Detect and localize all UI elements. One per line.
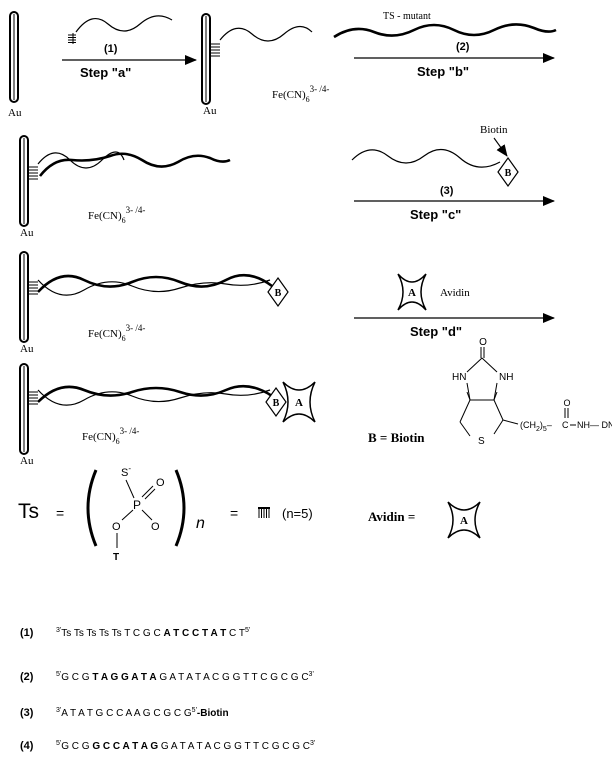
au-label: Au bbox=[20, 343, 34, 355]
sequence-number: (3) bbox=[20, 707, 34, 719]
biotin-definition: B = Biotin bbox=[368, 430, 425, 445]
step-b-num: (2) bbox=[456, 41, 470, 53]
phosphorus: P bbox=[133, 498, 141, 512]
biotin-structure: O HN NH S (CH2)5– C O NH— DNA bbox=[452, 337, 612, 447]
gold-electrode-5: Au bbox=[19, 363, 34, 467]
hybrid-duplex-2: B bbox=[28, 273, 289, 308]
biotin-b-symbol: B bbox=[273, 398, 280, 409]
gold-electrode-1: Au bbox=[8, 11, 22, 119]
biotin-target-strand: Biotin B bbox=[351, 124, 519, 188]
step-b-label: Step "b" bbox=[417, 64, 469, 79]
double-o: O bbox=[156, 477, 165, 489]
carbonyl-o: O bbox=[563, 398, 570, 408]
sequence-4: (4) 5'G C G G C C A T A G G A T A T A C … bbox=[20, 740, 315, 752]
thio-s: S- bbox=[121, 464, 131, 479]
single-o: O bbox=[151, 521, 160, 533]
gold-electrode-2: Au bbox=[201, 13, 217, 117]
avidin-a-symbol: A bbox=[408, 287, 416, 299]
avidin-definition: Avidin = A bbox=[368, 501, 481, 539]
sequence-number: (4) bbox=[20, 740, 34, 752]
redox-label-2: Fe(CN)63- /4- bbox=[88, 205, 145, 225]
ts-mutant-strand: TS - mutant bbox=[333, 11, 557, 39]
gold-electrode-4: Au bbox=[19, 251, 34, 355]
biotin-b-symbol: B bbox=[275, 288, 282, 299]
sequence-1: (1) 3'Ts Ts Ts Ts Ts T C G C A T C C T A… bbox=[20, 627, 250, 639]
au-label: Au bbox=[20, 455, 34, 467]
alkyl-chain: (CH2)5– bbox=[520, 420, 552, 433]
redox-label-4: Fe(CN)63- /4- bbox=[82, 426, 139, 446]
thioether-s: S bbox=[478, 436, 485, 447]
bridge-o: O bbox=[112, 521, 121, 533]
step-c-num: (3) bbox=[440, 185, 454, 197]
step-a-num: (1) bbox=[104, 43, 118, 55]
thymidine-t: T bbox=[113, 552, 119, 563]
repeat-n: n bbox=[196, 515, 205, 532]
sequence-list: (1) 3'Ts Ts Ts Ts Ts T C G C A T C C T A… bbox=[20, 627, 315, 752]
step-d-label: Step "d" bbox=[410, 324, 462, 339]
hybrid-duplex-1 bbox=[28, 151, 231, 180]
step-c-arrow: (3) Step "c" bbox=[354, 185, 555, 222]
avidin-definition-label: Avidin = bbox=[368, 509, 415, 524]
sequence-text: 5'G C G G C C A T A G G A T A T A C G G … bbox=[56, 740, 315, 752]
au-label: Au bbox=[8, 107, 22, 119]
immobilized-probe bbox=[210, 25, 313, 57]
step-d-arrow: Step "d" bbox=[354, 313, 555, 339]
biotin-b-symbol: B bbox=[505, 168, 512, 179]
ts-comb-icon bbox=[258, 507, 270, 518]
carbonyl-c: C bbox=[562, 420, 569, 430]
ts-equals: = bbox=[56, 505, 64, 521]
ts-definition: Ts = S- P O O O T n = (n=5) bbox=[18, 464, 313, 563]
avidin-reagent: A Avidin bbox=[397, 273, 470, 311]
avidin-label: Avidin bbox=[440, 287, 470, 299]
sequence-text: 3'A T A T G C C A A G C G C G5'-Biotin bbox=[56, 707, 229, 719]
sequence-number: (1) bbox=[20, 627, 34, 639]
ts-symbol: Ts bbox=[18, 500, 39, 523]
step-c-label: Step "c" bbox=[410, 207, 461, 222]
step-a-arrow: (1) Step "a" bbox=[62, 43, 197, 80]
ts-mutant-label: TS - mutant bbox=[383, 11, 431, 22]
step-b-arrow: (2) Step "b" bbox=[354, 41, 555, 79]
step-a-label: Step "a" bbox=[80, 65, 131, 80]
sequence-number: (2) bbox=[20, 671, 34, 683]
sequence-text: 5'G C G T A G G A T A G A T A T A C G G … bbox=[56, 671, 314, 683]
avidin-bound-duplex: B A bbox=[28, 381, 316, 423]
avidin-a-symbol: A bbox=[295, 397, 303, 409]
n-equals-5: (n=5) bbox=[282, 506, 313, 521]
nh-dna: NH— DNA bbox=[577, 420, 612, 430]
gold-electrode-3: Au bbox=[19, 135, 34, 239]
nh-group: NH bbox=[499, 372, 513, 383]
sequence-3: (3) 3'A T A T G C C A A G C G C G5'-Biot… bbox=[20, 707, 229, 719]
redox-label-1: Fe(CN)63- /4- bbox=[272, 84, 329, 104]
au-label: Au bbox=[203, 105, 217, 117]
hn-group: HN bbox=[452, 372, 466, 383]
redox-label-3: Fe(CN)63- /4- bbox=[88, 323, 145, 343]
biotin-label: Biotin bbox=[480, 124, 508, 136]
urea-oxygen: O bbox=[479, 337, 487, 348]
probe-strand-free bbox=[68, 15, 173, 44]
sequence-2: (2) 5'G C G T A G G A T A G A T A T A C … bbox=[20, 671, 314, 683]
au-label: Au bbox=[20, 227, 34, 239]
sequence-text: 3'Ts Ts Ts Ts Ts T C G C A T C C T A T C… bbox=[56, 627, 250, 639]
avidin-a-symbol: A bbox=[460, 515, 468, 527]
ts-equals-2: = bbox=[230, 505, 238, 521]
